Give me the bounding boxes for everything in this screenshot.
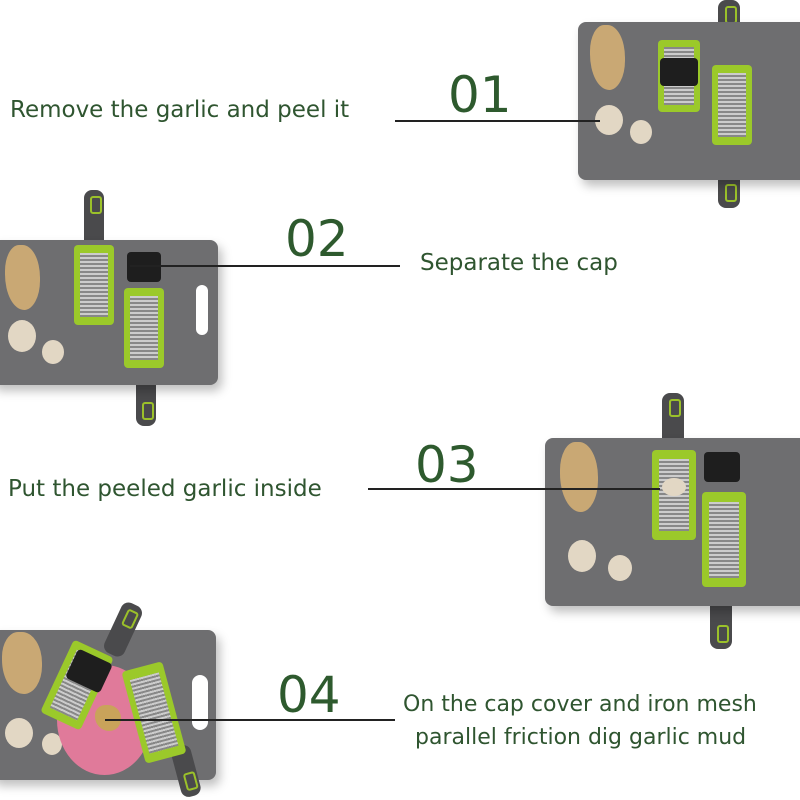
step-1-text: Remove the garlic and peel it [10,97,350,123]
grater-handle [84,190,104,250]
garlic-paste [95,705,121,731]
ginger [5,245,40,310]
garlic [608,555,632,581]
step-4-pointer-line [105,719,395,721]
peeled-garlic [662,478,686,496]
grater [74,245,114,325]
step-1-pointer-line [395,120,600,122]
grater [124,288,164,368]
step-4-number: 04 [277,666,341,724]
grater [702,492,746,587]
ginger [2,632,42,694]
garlic [42,733,62,755]
garlic [630,120,652,144]
step-3-text: Put the peeled garlic inside [8,476,322,502]
garlic [568,540,596,572]
garlic [8,320,36,352]
grater-cap [660,58,698,86]
garlic [5,718,33,748]
step-3-pointer-line [368,488,660,490]
step-4-text-line-2: parallel friction dig garlic mud [415,725,747,750]
grater [712,65,752,145]
ginger [590,25,625,90]
step-2-pointer-line [130,265,400,267]
step-3-number: 03 [415,436,479,494]
ginger [560,442,598,512]
step-2-number: 02 [285,210,349,268]
grater-cap [704,452,740,482]
garlic [42,340,64,364]
grater-cap [127,252,161,282]
step-4-text-line-1: On the cap cover and iron mesh [403,692,757,717]
step-2-text: Separate the cap [420,250,618,276]
step-1-number: 01 [448,66,512,124]
